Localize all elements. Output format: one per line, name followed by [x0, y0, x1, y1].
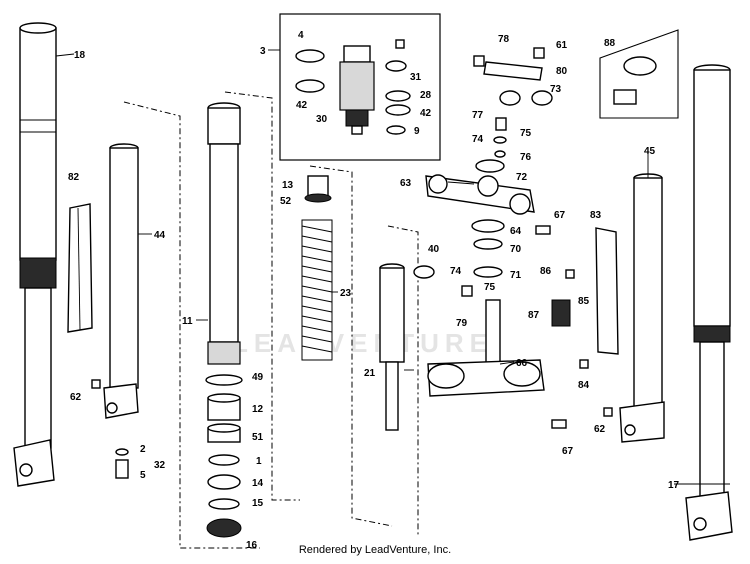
label-67-upper[interactable]: 67 — [554, 210, 566, 221]
damper-rod-21[interactable] — [379, 263, 405, 431]
label-32[interactable]: 32 — [154, 460, 166, 471]
footer-credit: Rendered by LeadVenture, Inc. — [298, 544, 452, 556]
label-79[interactable]: 79 — [456, 318, 468, 329]
label-82[interactable]: 82 — [68, 172, 80, 183]
label-70[interactable]: 70 — [510, 244, 522, 255]
spring-cap-13[interactable] — [304, 175, 332, 203]
label-9[interactable]: 9 — [414, 126, 420, 137]
label-52[interactable]: 52 — [280, 196, 292, 207]
label-18[interactable]: 18 — [74, 50, 86, 61]
o-ring-40[interactable] — [413, 265, 435, 279]
washer-1[interactable] — [208, 454, 240, 466]
cap-assembly-box-3[interactable] — [279, 13, 441, 161]
label-76[interactable]: 76 — [520, 152, 532, 163]
label-13[interactable]: 13 — [282, 180, 294, 191]
fork-spring-23[interactable] — [301, 219, 333, 361]
bracket-box-88[interactable] — [599, 29, 679, 119]
reflector-87[interactable] — [551, 299, 571, 327]
o-ring-4[interactable] — [295, 49, 325, 63]
label-75-upper[interactable]: 75 — [520, 128, 532, 139]
label-61[interactable]: 61 — [556, 40, 568, 51]
label-73[interactable]: 73 — [550, 84, 562, 95]
o-ring-42-left[interactable] — [295, 79, 325, 93]
label-87[interactable]: 87 — [528, 310, 540, 321]
label-21[interactable]: 21 — [364, 368, 376, 379]
label-67-lower[interactable]: 67 — [562, 446, 574, 457]
inner-tube-right-45[interactable] — [619, 173, 665, 443]
label-4[interactable]: 4 — [298, 30, 304, 41]
label-62-right[interactable]: 62 — [594, 424, 606, 435]
label-30[interactable]: 30 — [316, 114, 328, 125]
label-66[interactable]: 66 — [516, 358, 528, 369]
label-28[interactable]: 28 — [420, 90, 432, 101]
assembly-guide-lines — [123, 91, 419, 549]
small-bolts[interactable] — [91, 39, 613, 417]
label-15[interactable]: 15 — [252, 498, 264, 509]
label-83[interactable]: 83 — [590, 210, 602, 221]
label-12[interactable]: 12 — [252, 404, 264, 415]
label-86[interactable]: 86 — [540, 266, 552, 277]
label-74-upper[interactable]: 74 — [472, 134, 484, 145]
upper-triple-clamp-63[interactable] — [425, 174, 535, 215]
label-23[interactable]: 23 — [340, 288, 352, 299]
label-85[interactable]: 85 — [578, 296, 590, 307]
label-80[interactable]: 80 — [556, 66, 568, 77]
label-63[interactable]: 63 — [400, 178, 412, 189]
label-3[interactable]: 3 — [260, 46, 266, 57]
fork-tube-left-18[interactable] — [13, 22, 57, 487]
seal-stack[interactable] — [205, 374, 243, 538]
label-11[interactable]: 11 — [182, 316, 193, 327]
inner-tube-left-44[interactable] — [103, 143, 139, 419]
bolt-2-5[interactable] — [115, 448, 129, 479]
label-5[interactable]: 5 — [140, 470, 146, 481]
label-14[interactable]: 14 — [252, 478, 264, 489]
part-labels: 18 3 4 42 31 28 42 30 9 13 52 23 21 40 8… — [68, 30, 680, 551]
ring-49[interactable] — [205, 374, 243, 386]
label-45[interactable]: 45 — [644, 146, 656, 157]
label-74-lower[interactable]: 74 — [450, 266, 462, 277]
label-77[interactable]: 77 — [472, 110, 484, 121]
label-40[interactable]: 40 — [428, 244, 440, 255]
label-64[interactable]: 64 — [510, 226, 522, 237]
label-31[interactable]: 31 — [410, 72, 422, 83]
watermark: LEADVENTURE — [232, 328, 494, 358]
label-62-left[interactable]: 62 — [70, 392, 82, 403]
label-17[interactable]: 17 — [668, 480, 680, 491]
oil-seal-14[interactable] — [207, 474, 241, 490]
label-88[interactable]: 88 — [604, 38, 616, 49]
label-84[interactable]: 84 — [578, 380, 590, 391]
label-75-lower[interactable]: 75 — [484, 282, 496, 293]
clip-15[interactable] — [208, 498, 240, 510]
label-78[interactable]: 78 — [498, 34, 510, 45]
bolt-67-lower[interactable] — [551, 419, 567, 429]
handlebar-clamp-80[interactable] — [483, 61, 543, 81]
fork-guard-right-83[interactable] — [595, 227, 619, 355]
leader-lines — [55, 49, 730, 485]
label-51[interactable]: 51 — [252, 432, 264, 443]
label-42-left[interactable]: 42 — [296, 100, 308, 111]
label-2[interactable]: 2 — [140, 444, 146, 455]
fork-guard-left-82[interactable] — [67, 203, 93, 333]
label-16[interactable]: 16 — [246, 540, 258, 551]
label-72[interactable]: 72 — [516, 172, 528, 183]
cartridge-tube-11[interactable] — [207, 102, 241, 365]
label-42-right[interactable]: 42 — [420, 108, 432, 119]
label-1[interactable]: 1 — [256, 456, 262, 467]
label-49[interactable]: 49 — [252, 372, 264, 383]
stem-parts-74-77[interactable] — [475, 117, 507, 173]
bolt-67-upper[interactable] — [535, 225, 551, 235]
label-71[interactable]: 71 — [510, 270, 522, 281]
bearing-stack-64-71[interactable] — [471, 219, 505, 278]
fork-tube-right-17[interactable] — [685, 64, 733, 541]
lower-triple-clamp-66[interactable] — [427, 299, 545, 397]
label-44[interactable]: 44 — [154, 230, 166, 241]
clamp-holders-73[interactable] — [499, 90, 553, 106]
dust-seal-16[interactable] — [206, 518, 242, 538]
